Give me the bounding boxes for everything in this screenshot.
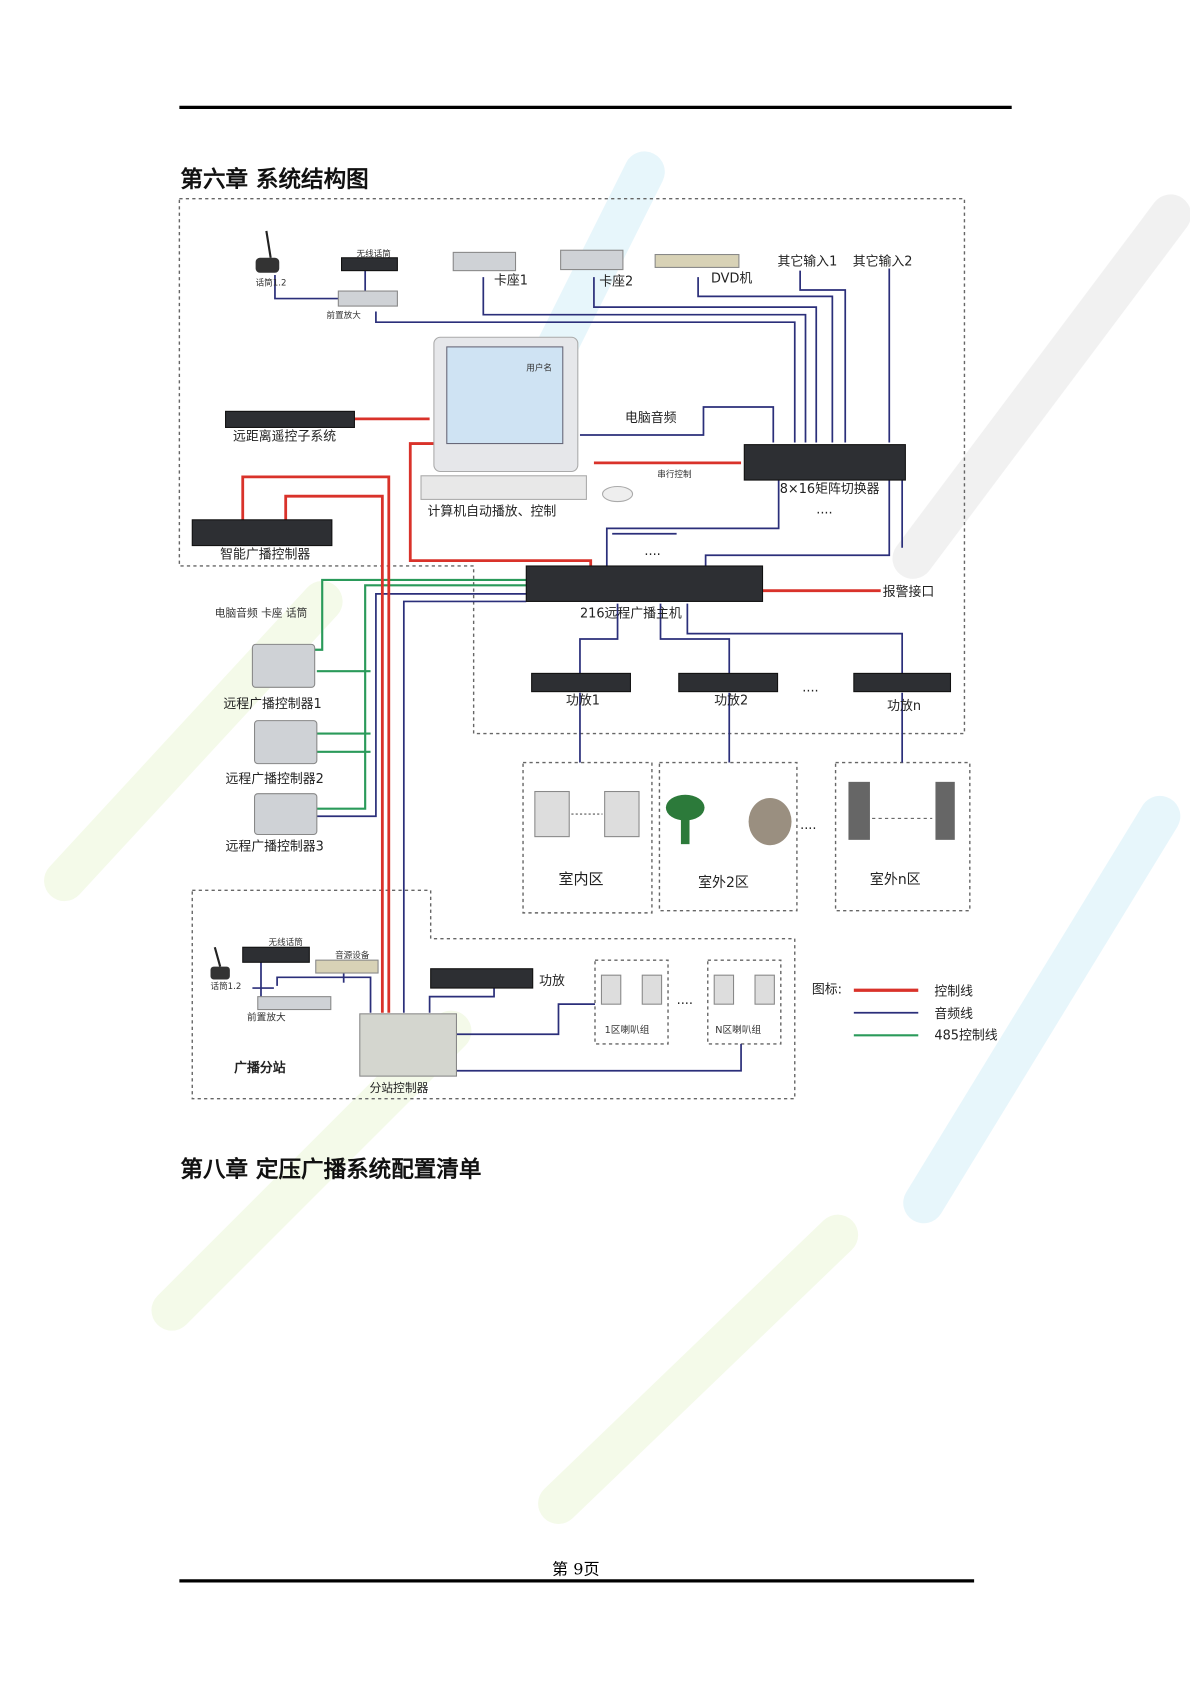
sub-zone1-box xyxy=(594,959,669,1045)
sub-mic-device xyxy=(210,946,230,980)
indoor-speakers xyxy=(534,790,640,838)
deck2-device xyxy=(560,249,624,271)
amp2-label: 功放2 xyxy=(714,694,748,709)
matrix-dots: .... xyxy=(816,502,832,517)
computer-monitor: 用户名 xyxy=(420,336,634,503)
outdoor-speakers xyxy=(665,794,792,846)
screen-title: 用户名 xyxy=(526,362,552,374)
sub-source-label: 音源设备 xyxy=(335,949,370,961)
control-lines xyxy=(241,417,881,1013)
substation-region xyxy=(191,889,796,1100)
sub-zonen-label: N区喇叭组 xyxy=(715,1024,761,1036)
remote-ctrl1-device xyxy=(251,643,316,688)
zone-indoor-label: 室内区 xyxy=(558,870,603,888)
chapter6-title: 第六章 系统结构图 xyxy=(180,166,368,193)
alarm-label: 报警接口 xyxy=(883,584,935,600)
computer-label: 计算机自动播放、控制 xyxy=(427,505,556,520)
host-label: 216远程广播主机 xyxy=(580,607,682,622)
dvd-device xyxy=(654,253,740,268)
dvd-label: DVD机 xyxy=(711,271,752,286)
amp1-device xyxy=(531,672,631,693)
sub-wireless-device xyxy=(242,946,310,963)
amp1-label: 功放1 xyxy=(566,694,600,709)
audio-lines xyxy=(252,268,904,1072)
diagram-labels: 话筒1.2 前置放大 卡座1 卡座2 DVD机 其它输入1 其它输入2 远距离遥… xyxy=(211,253,935,1095)
smart-controller-label: 智能广播控制器 xyxy=(220,547,310,562)
remote-ctrl2-label: 远程广播控制器2 xyxy=(226,772,324,787)
rs485-lines xyxy=(311,578,527,810)
watermark xyxy=(44,151,1190,1524)
legend-label-485: 485控制线 xyxy=(934,1029,997,1044)
zone-outn-label: 室外n区 xyxy=(870,871,921,888)
sub-zonen-box xyxy=(707,959,782,1045)
wireless-mic-label: 无线话筒 xyxy=(357,248,392,260)
page-number: 第 9页 xyxy=(552,1559,600,1578)
column-speakers xyxy=(848,781,955,840)
legend: 图标: 控制线 音频线 485控制线 xyxy=(812,982,998,1043)
central-region xyxy=(178,197,966,735)
host-dots: .... xyxy=(644,544,660,559)
host-device xyxy=(525,565,764,602)
other-input1-label: 其它输入1 xyxy=(778,253,838,269)
wireless-mic-device xyxy=(341,257,398,272)
amp2-device xyxy=(678,672,779,693)
sub-mic-label: 话筒1.2 xyxy=(211,980,242,992)
chapter8-title: 第八章 定压广播系统配置清单 xyxy=(180,1156,481,1183)
deck2-label: 卡座2 xyxy=(599,275,633,290)
legend-label-audio: 音频线 xyxy=(934,1006,973,1022)
preamp-label: 前置放大 xyxy=(327,309,362,321)
sub-preamp-device xyxy=(257,996,332,1011)
deck1-device xyxy=(452,251,517,272)
zone-indoor-box xyxy=(522,761,653,914)
remote-ctrl1-label: 远程广播控制器1 xyxy=(223,697,321,712)
zone-out2-box xyxy=(658,761,798,912)
sub-amp-label: 功放 xyxy=(539,974,565,989)
sub-speakers xyxy=(600,974,775,1005)
sub-amp-device xyxy=(430,968,534,989)
remote-sub-label: 远距离遥控子系统 xyxy=(233,428,336,444)
sub-zone1-label: 1区喇叭组 xyxy=(605,1024,650,1036)
ampn-device xyxy=(853,672,952,693)
mic-label: 话筒1.2 xyxy=(256,277,287,289)
sub-zone-dots: .... xyxy=(677,993,693,1008)
sub-controller-device xyxy=(359,1013,457,1077)
mic-device xyxy=(255,230,280,273)
pc-audio-label: 电脑音频 xyxy=(625,410,677,426)
sub-wireless-label: 无线话筒 xyxy=(269,936,304,948)
remote-ctrl3-device xyxy=(254,793,318,836)
legend-label-control: 控制线 xyxy=(934,985,973,1000)
smart-controller-device xyxy=(191,519,333,547)
matrix-label: 8×16矩阵切换器 xyxy=(780,482,880,497)
sub-source-device xyxy=(315,959,379,974)
matrix-device xyxy=(743,444,906,481)
zone-dots: .... xyxy=(800,818,816,833)
sub-preamp-label: 前置放大 xyxy=(247,1011,286,1023)
preamp-device xyxy=(337,290,398,307)
amp-dots: .... xyxy=(802,681,818,696)
remote-sub-device xyxy=(225,410,355,428)
legend-title: 图标: xyxy=(812,982,842,997)
zone-out2-label: 室外2区 xyxy=(698,874,749,891)
serial-control-label: 串行控制 xyxy=(657,468,691,480)
deck1-label: 卡座1 xyxy=(494,274,528,289)
inputs-label: 电脑音频 卡座 话筒 xyxy=(215,606,308,619)
ampn-label: 功放n xyxy=(887,699,921,714)
other-input2-label: 其它输入2 xyxy=(853,253,913,269)
substation-label: 广播分站 xyxy=(234,1060,286,1076)
remote-ctrl2-device xyxy=(254,720,318,765)
remote-ctrl3-label: 远程广播控制器3 xyxy=(226,840,324,855)
sub-controller-label: 分站控制器 xyxy=(369,1081,428,1095)
